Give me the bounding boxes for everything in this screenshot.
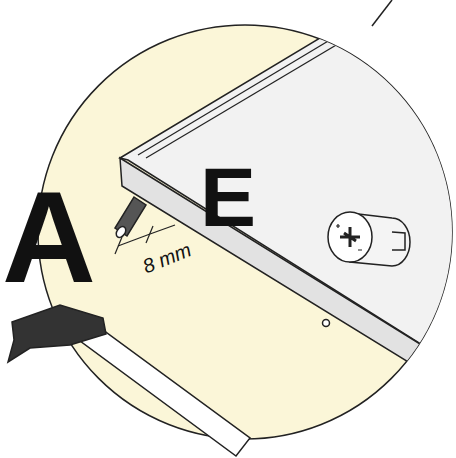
hammer bbox=[8, 305, 250, 456]
dowel bbox=[114, 197, 146, 239]
part-letter: E bbox=[200, 155, 256, 239]
leader-line bbox=[372, 0, 392, 26]
panel bbox=[120, 0, 456, 400]
part-letter: A bbox=[2, 172, 96, 302]
cam-lock bbox=[328, 212, 410, 266]
